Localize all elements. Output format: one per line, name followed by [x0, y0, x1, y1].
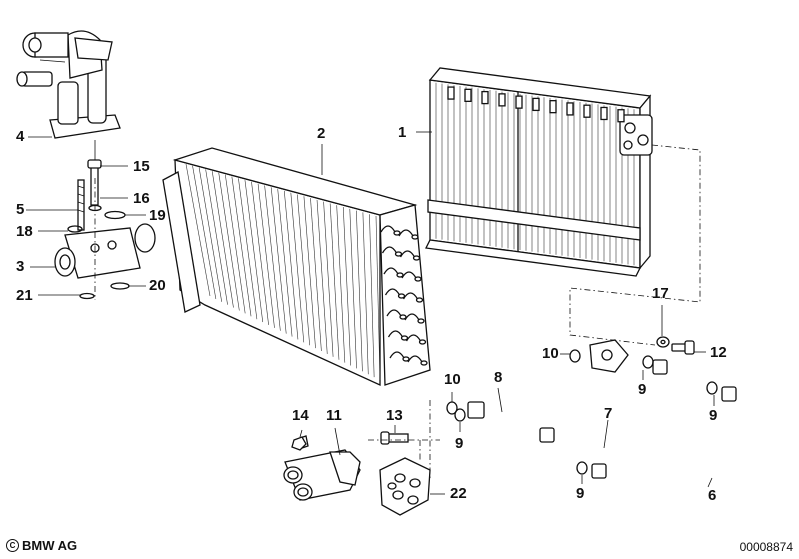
pipe-part-6	[591, 386, 773, 491]
pipe-part-7	[539, 359, 693, 451]
callout-12: 12	[710, 344, 727, 361]
callout-4: 4	[16, 128, 25, 145]
callout-9-c: 9	[709, 407, 718, 424]
callout-14: 14	[292, 407, 309, 424]
callout-7: 7	[604, 405, 613, 422]
callout-9-a: 9	[455, 435, 464, 452]
image-number: 00008874	[739, 540, 793, 554]
callout-21: 21	[16, 287, 33, 304]
callout-15: 15	[133, 158, 150, 175]
callout-3: 3	[16, 258, 25, 275]
callout-13: 13	[386, 407, 403, 424]
valve-body-part-4	[16, 30, 121, 139]
brand-name: BMW AG	[22, 538, 78, 553]
callout-11: 11	[326, 407, 342, 424]
leader-lines	[26, 131, 715, 495]
callout-16: 16	[133, 190, 150, 207]
callout-9-d: 9	[576, 485, 585, 502]
copyright-notice: C BMW AG	[6, 538, 77, 553]
callout-10-a: 10	[542, 345, 559, 362]
evaporator-part-1	[425, 67, 653, 277]
callout-5: 5	[16, 201, 25, 218]
callout-17: 17	[652, 285, 669, 302]
callout-6: 6	[708, 487, 717, 504]
callout-10-b: 10	[444, 371, 461, 388]
copyright-icon: C	[6, 539, 19, 552]
callout-19: 19	[149, 207, 166, 224]
callout-18: 18	[16, 223, 33, 240]
assembly-lines	[94, 144, 701, 480]
flange-part-22	[379, 431, 431, 516]
pipe-part-8	[467, 339, 629, 424]
callout-22: 22	[450, 485, 467, 502]
callout-20: 20	[149, 277, 166, 294]
connector-part-11	[283, 435, 361, 501]
heater-core-part-2	[162, 147, 431, 387]
callout-2: 2	[317, 125, 326, 142]
callout-9-b: 9	[638, 381, 647, 398]
callout-8: 8	[494, 369, 503, 386]
small-hardware	[291, 336, 718, 475]
callout-1: 1	[398, 124, 407, 141]
valve-block-part-3	[54, 140, 156, 300]
